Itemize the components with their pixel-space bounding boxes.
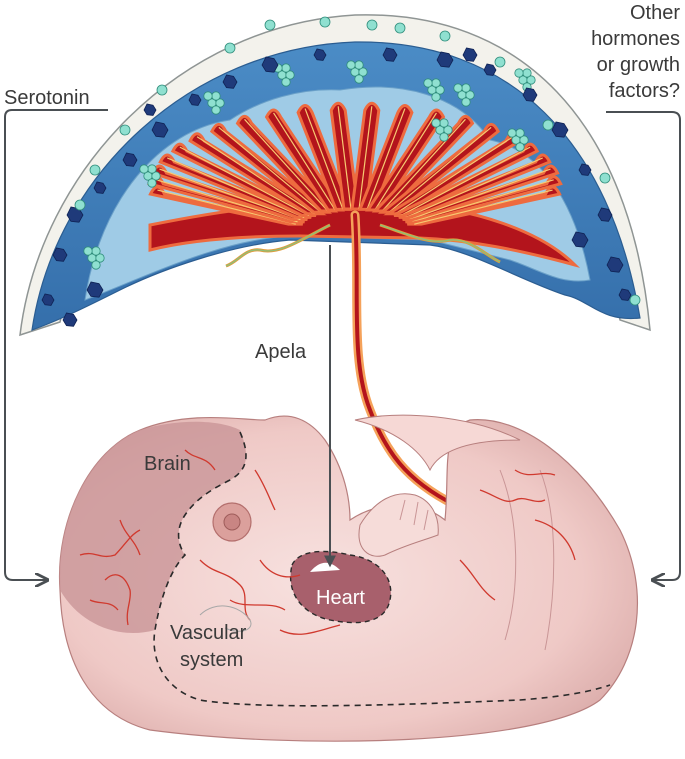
villus xyxy=(402,164,560,222)
vascular-label-line1: Vascular xyxy=(170,622,247,644)
placenta xyxy=(19,14,651,337)
blood-vessels xyxy=(79,449,576,635)
brain-label: Brain xyxy=(144,453,191,475)
vascular-label-line2: system xyxy=(180,649,243,671)
villus xyxy=(264,108,345,212)
villus xyxy=(405,175,563,224)
embryo-arm xyxy=(358,493,439,557)
other-hormones-label-line2: hormones xyxy=(591,28,680,50)
maternal-cells xyxy=(41,47,632,327)
other-hormones-label-line1: Other xyxy=(630,2,680,24)
decidua-dots xyxy=(74,16,641,306)
apela-label: Apela xyxy=(255,341,307,363)
embryo xyxy=(58,414,638,742)
other-hormones-label-line3: or growth xyxy=(597,54,680,76)
brain-region xyxy=(59,421,246,634)
villus xyxy=(371,114,475,213)
serotonin-arrow xyxy=(4,109,108,580)
heart-label: Heart xyxy=(316,587,365,609)
villus xyxy=(365,108,446,212)
villus xyxy=(158,153,312,219)
other-hormones-label-line4: factors? xyxy=(609,80,680,102)
embryo-eye xyxy=(212,502,252,542)
other-hormones-arrow xyxy=(606,111,681,580)
embryo-tail xyxy=(354,414,521,472)
serotonin-label: Serotonin xyxy=(4,87,90,109)
villus xyxy=(235,114,339,213)
umbilical-cord xyxy=(225,210,501,513)
villus xyxy=(406,185,562,226)
